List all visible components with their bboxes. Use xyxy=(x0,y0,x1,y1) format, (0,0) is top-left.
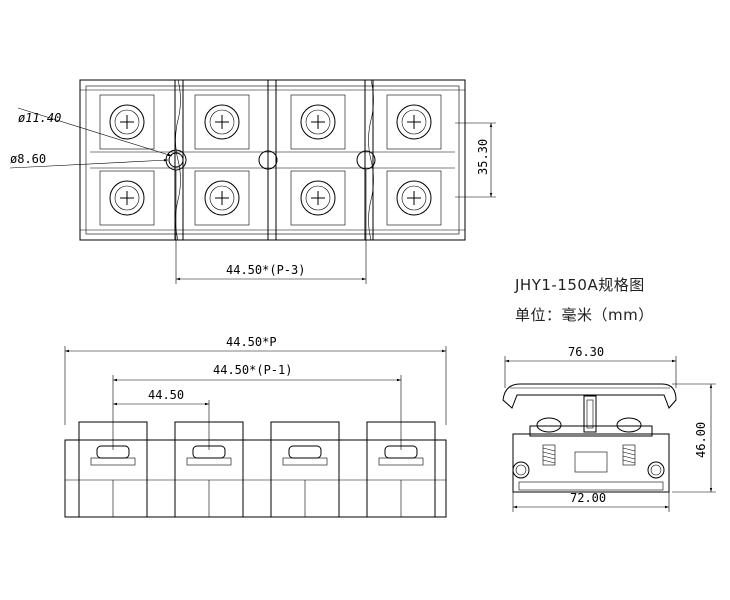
side-view: 76.30 46.00 72.00 xyxy=(502,345,716,512)
hole-small-label: ø8.60 xyxy=(10,152,46,166)
side-height-label: 46.00 xyxy=(694,422,708,458)
base-width-label: 72.00 xyxy=(570,491,606,505)
cover xyxy=(502,383,677,409)
drawing-title: JHY1-150A规格图 xyxy=(514,276,645,294)
overall-dim-label: 44.50*P xyxy=(226,335,277,349)
height-dim-label: 35.30 xyxy=(476,139,490,175)
screw-head xyxy=(396,104,432,140)
top-view-outline xyxy=(79,79,466,241)
screw-head xyxy=(204,104,240,140)
screw-head xyxy=(109,104,145,140)
screw-head xyxy=(396,180,432,216)
screw-head xyxy=(109,180,145,216)
screw-head xyxy=(204,180,240,216)
screw-head xyxy=(300,104,336,140)
mount-hole-small xyxy=(168,152,184,168)
hole-large-label: ø11.40 xyxy=(18,111,61,125)
pitch-label: 44.50 xyxy=(148,388,184,402)
units-label: 单位：毫米（mm） xyxy=(515,306,654,324)
front-view: 44.50*P 44.50*(P-1) 44.50 xyxy=(64,335,447,518)
pitch-p3-label: 44.50*(P-3) xyxy=(226,263,305,277)
pitch-p1-label: 44.50*(P-1) xyxy=(213,363,292,377)
screw-head xyxy=(288,445,322,459)
top-width-label: 76.30 xyxy=(568,345,604,359)
top-view: ø11.40 ø8.60 35.30 44.50*(P-3) xyxy=(9,79,496,284)
screw-head xyxy=(300,180,336,216)
